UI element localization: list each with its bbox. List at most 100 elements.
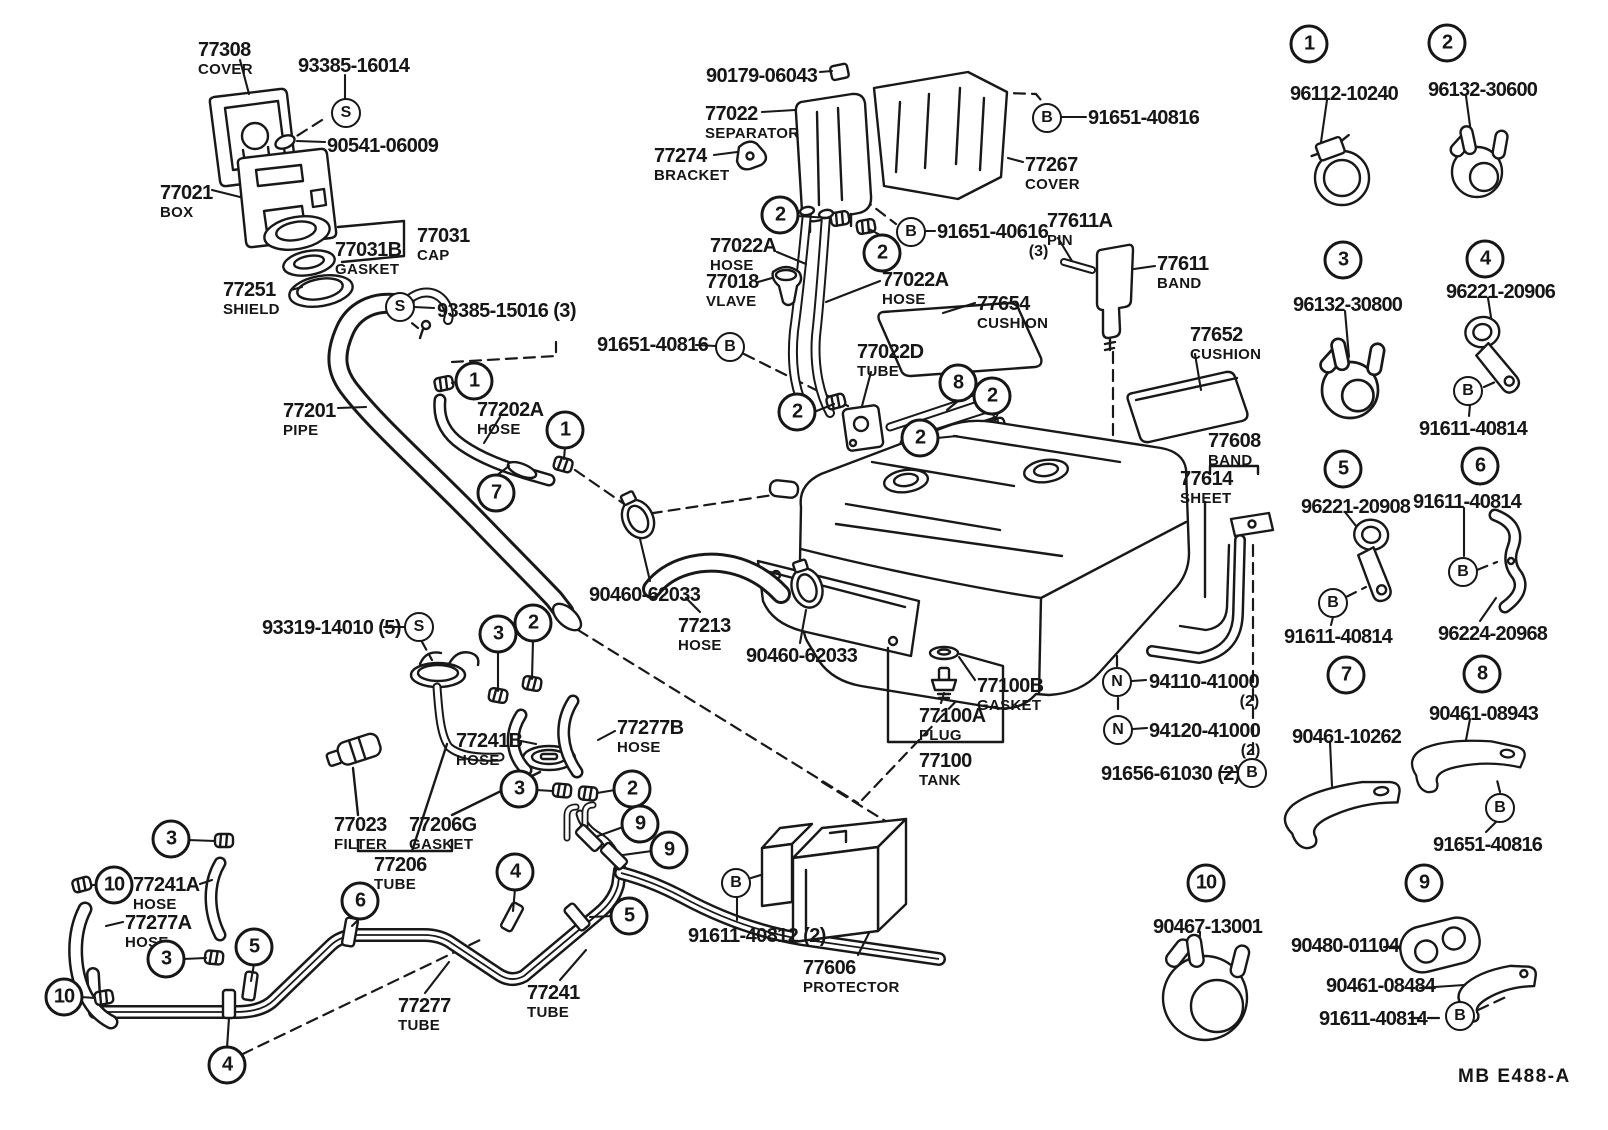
sender-filter-and-gasket — [325, 651, 599, 853]
part-number: 77022 — [705, 103, 758, 125]
callout-B: B — [1485, 793, 1515, 823]
part-number: 91651-40816 — [1088, 107, 1200, 129]
part-number: 77021 — [160, 182, 213, 204]
part-desc: PLUG — [919, 727, 962, 744]
callout-10: 10 — [94, 865, 134, 905]
s-clip-icon — [1488, 508, 1527, 614]
panel-part-label-90461-10262: 90461-10262 — [1292, 726, 1402, 748]
part-number: 93385-16014 — [298, 55, 410, 77]
part-number: 94110-41000 — [1149, 671, 1260, 693]
panel-part-label-90461-08943: 90461-08943 — [1429, 703, 1539, 725]
callout-10: 10 — [44, 977, 84, 1017]
part-number: 77202A — [477, 399, 544, 421]
part-desc: COVER — [198, 61, 253, 78]
part-number: 90179-06043 — [706, 65, 818, 87]
part-number: 77201 — [283, 400, 336, 422]
part-number: 77100 — [919, 750, 972, 772]
callout-3: 3 — [146, 939, 186, 979]
part-label-90460-62033: 90460-62033 — [589, 584, 701, 606]
pipe-clamp-icon — [1352, 518, 1392, 603]
part-desc: CUSHION — [1190, 346, 1262, 363]
panel-part-label-96221-20906: 96221-20906 — [1446, 281, 1556, 303]
callout-B: B — [715, 332, 745, 362]
part-number: 77251 — [223, 279, 276, 301]
part-desc: VLAVE — [706, 293, 757, 310]
part-number: 77652 — [1190, 324, 1243, 346]
callout-4: 4 — [207, 1045, 247, 1085]
panel-part-label-91611-40814: 91611-40814 — [1413, 491, 1522, 513]
spring-clamp-large-icon — [1161, 933, 1251, 1042]
panel-callout-8: 8 — [1462, 654, 1502, 694]
hose-clamp-bolt-icon — [1310, 133, 1371, 207]
part-number: 77274 — [654, 145, 707, 167]
part-desc: PROTECTOR — [803, 979, 900, 996]
detail-panel-icons — [1161, 125, 1538, 1042]
callout-B: B — [896, 217, 926, 247]
part-number: 77611 — [1157, 253, 1209, 275]
callout-5: 5 — [234, 927, 274, 967]
part-label-91611-408122: 91611-40812 (2) — [688, 926, 826, 946]
callout-2: 2 — [862, 233, 902, 273]
part-number: 77022D — [857, 341, 924, 363]
part-label-90541-06009: 90541-06009 — [327, 135, 439, 157]
callout-S: S — [385, 292, 415, 322]
part-number: 93385-15016 (3) — [437, 300, 577, 322]
callout-N: N — [1103, 715, 1133, 745]
panel-callout-2: 2 — [1427, 23, 1467, 63]
part-number: 77277B — [617, 717, 684, 739]
part-label-91656-610302: 91656-61030 (2) — [1101, 764, 1241, 784]
part-desc: COVER — [1025, 176, 1080, 193]
part-desc: SEPARATOR — [705, 125, 800, 142]
part-desc: GASKET — [409, 836, 474, 853]
callout-B: B — [1448, 557, 1478, 587]
part-number: 90460-62033 — [589, 584, 701, 606]
callout-B: B — [721, 868, 751, 898]
part-number: 77213 — [678, 615, 731, 637]
part-desc: BOX — [160, 204, 194, 221]
part-desc: TUBE — [527, 1004, 570, 1021]
callout-5: 5 — [609, 896, 649, 936]
part-number: 77606 — [803, 957, 856, 979]
part-qty: (2) — [1240, 742, 1261, 759]
part-desc: TUBE — [398, 1017, 441, 1034]
callout-B: B — [1318, 588, 1348, 618]
panel-callout-5: 5 — [1323, 449, 1363, 489]
part-number: 77206G — [409, 814, 477, 836]
part-label-93319-140105: 93319-14010 (5) — [262, 618, 402, 638]
part-qty: (3) — [1028, 243, 1049, 260]
callout-N: N — [1102, 667, 1132, 697]
part-number: 94120-41000 — [1149, 720, 1261, 742]
panel-part-label-90480-01104: 90480-01104 — [1291, 935, 1400, 957]
part-number: 77241B — [456, 730, 523, 752]
callout-1: 1 — [454, 361, 494, 401]
part-number: 90541-06009 — [327, 135, 439, 157]
band-clamp-icon — [1283, 780, 1401, 850]
spring-clamp-icon — [1319, 337, 1386, 420]
band-77611-and-pin — [1060, 243, 1135, 352]
part-desc: GASKET — [335, 261, 400, 278]
panel-part-label-96221-20908: 96221-20908 — [1301, 496, 1411, 518]
callout-3: 3 — [499, 769, 539, 809]
callout-7: 7 — [476, 473, 516, 513]
callout-B: B — [1445, 1001, 1475, 1031]
separator-and-cover — [735, 62, 1009, 236]
part-label-94120-41000: 94120-41000(2) — [1149, 720, 1261, 759]
panel-callout-1: 1 — [1289, 24, 1329, 64]
